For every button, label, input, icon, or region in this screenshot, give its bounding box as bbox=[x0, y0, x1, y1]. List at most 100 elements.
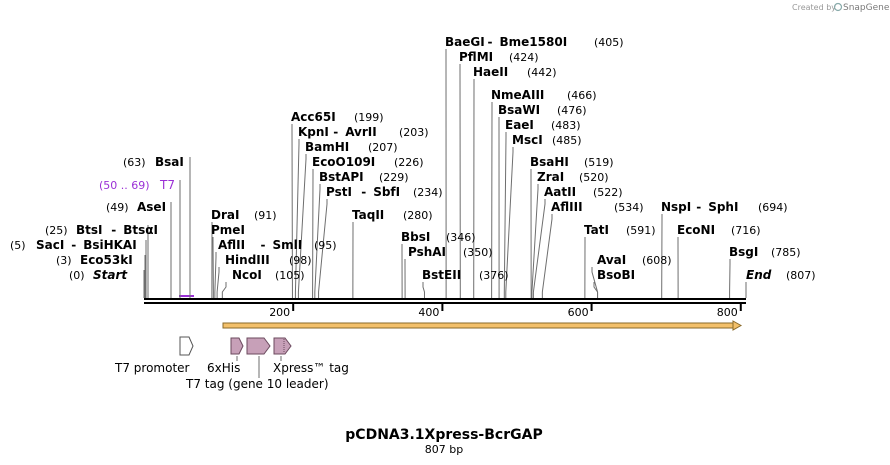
site-bsgi[interactable]: BsgI(785) bbox=[729, 245, 801, 259]
site-name-saci: SacI bbox=[36, 238, 64, 252]
site-position-aatii: (522) bbox=[593, 186, 623, 199]
site-name-bsahi: BsaHI bbox=[530, 155, 569, 169]
feature-label-6xhis: 6xHis bbox=[207, 361, 240, 375]
site-tati[interactable]: TatI (591) bbox=[584, 223, 656, 237]
site-econi[interactable]: EcoNI(716) bbox=[677, 223, 761, 237]
site-bsahi[interactable]: BsaHI(519) bbox=[530, 155, 614, 169]
site-position-nspi: (694) bbox=[758, 201, 788, 214]
leader-bsobi bbox=[593, 282, 599, 298]
feature-6xhis[interactable] bbox=[230, 337, 244, 355]
leader-bamhi bbox=[297, 154, 307, 298]
site-separator: - bbox=[488, 35, 493, 49]
site-asei[interactable]: (49)AseI bbox=[106, 200, 166, 214]
feature-t7-promoter[interactable] bbox=[179, 336, 194, 356]
site-name2-kpni: AvrII bbox=[345, 125, 377, 139]
site-saci[interactable]: (5)SacI-BsiHKAI bbox=[10, 238, 137, 252]
site-name-avai: AvaI bbox=[597, 253, 626, 267]
site-pshai[interactable]: PshAI(350) bbox=[408, 245, 493, 259]
site-t7[interactable]: (50 .. 69)T7 bbox=[99, 178, 175, 192]
site-zrai[interactable]: ZraI(520) bbox=[537, 170, 609, 184]
site-position-haeii: (442) bbox=[527, 66, 557, 79]
orf-arrow[interactable] bbox=[222, 320, 743, 331]
leader-kpni bbox=[294, 139, 300, 298]
site-leader-lines bbox=[143, 49, 747, 298]
site-afliii[interactable]: AflIII(534) bbox=[551, 200, 644, 214]
site-bsobi[interactable]: BsoBI bbox=[597, 268, 635, 282]
site-name-nspi: NspI bbox=[661, 200, 691, 214]
site-name-pshai: PshAI bbox=[408, 245, 446, 259]
site-kpni[interactable]: KpnI-AvrII(203) bbox=[298, 125, 429, 139]
site-mscl[interactable]: MscI(485) bbox=[512, 133, 582, 147]
site-name-ecoo109i: EcoO109I bbox=[312, 155, 375, 169]
site-position-taqii: (280) bbox=[403, 209, 433, 222]
site-pflmi[interactable]: PflMI(424) bbox=[459, 50, 539, 64]
site-haeii[interactable]: HaeII(442) bbox=[473, 65, 557, 79]
site-name-bsgi: BsgI bbox=[729, 245, 758, 259]
feature-xpress-tag[interactable] bbox=[273, 337, 292, 355]
site-btsi[interactable]: (25)BtsI-BtsαI bbox=[45, 223, 158, 237]
site-name-ncoi: NcoI bbox=[232, 268, 262, 282]
site-position-tati: (591) bbox=[626, 224, 656, 237]
xpress-tag-arrow-icon[interactable] bbox=[273, 337, 292, 355]
site-baegi[interactable]: BaeGI-Bme1580I(405) bbox=[445, 35, 624, 49]
site-separator: - bbox=[261, 238, 266, 252]
t7-promoter-arrow-icon[interactable] bbox=[179, 336, 194, 356]
site-bsteii[interactable]: BstEII(376) bbox=[422, 268, 509, 282]
site-nmeaiii[interactable]: NmeAIII(466) bbox=[491, 88, 597, 102]
site-ncoi[interactable]: NcoI(105) bbox=[232, 268, 305, 282]
site-position-avai: (608) bbox=[642, 254, 672, 267]
site-name-pflmi: PflMI bbox=[459, 50, 493, 64]
leader-aatii bbox=[532, 199, 546, 298]
site-name-psti: PstI bbox=[326, 185, 352, 199]
6xhis-arrow-icon[interactable] bbox=[230, 337, 244, 355]
site-position-hindiii: (98) bbox=[289, 254, 312, 267]
site-name-aatii: AatII bbox=[544, 185, 576, 199]
site-name-kpni: KpnI bbox=[298, 125, 329, 139]
site-position-end: (807) bbox=[786, 269, 816, 282]
site-name-eco53ki: Eco53kI bbox=[80, 253, 133, 267]
site-name-bsteii: BstEII bbox=[422, 268, 461, 282]
site-bbsi[interactable]: BbsI(346) bbox=[401, 230, 476, 244]
site-name-aflii: AflII bbox=[218, 238, 245, 252]
site-bsai[interactable]: (63)BsaI bbox=[123, 155, 184, 169]
site-position-saci: (5) bbox=[10, 239, 26, 252]
site-hindiii[interactable]: HindIII(98) bbox=[225, 253, 312, 267]
site-name-bamhi: BamHI bbox=[305, 140, 349, 154]
site-position-aflii: (95) bbox=[314, 239, 337, 252]
feature-label-t7-promoter: T7 promoter bbox=[114, 361, 190, 375]
leader-mscl bbox=[505, 147, 514, 298]
t7-tag-arrow-icon[interactable] bbox=[246, 337, 271, 355]
feature-t7-tag[interactable] bbox=[246, 337, 271, 355]
leader-aflii bbox=[214, 252, 217, 298]
site-name-pmei: PmeI bbox=[211, 223, 245, 237]
site-bstapi[interactable]: BstAPI(229) bbox=[319, 170, 409, 184]
site-name-acc65i: Acc65I bbox=[291, 110, 336, 124]
site-avai[interactable]: AvaI (608) bbox=[597, 253, 672, 267]
site-aatii[interactable]: AatII (522) bbox=[544, 185, 623, 199]
site-drai[interactable]: DraI(91) bbox=[211, 208, 277, 222]
plasmid-title: pCDNA3.1Xpress-BcrGAP bbox=[345, 427, 542, 443]
site-bsawi[interactable]: BsaWI(476) bbox=[498, 103, 587, 117]
site-taqii[interactable]: TaqII(280) bbox=[352, 208, 433, 222]
site-eco53ki[interactable]: (3)Eco53kI bbox=[56, 253, 133, 267]
site-name2-btsi: BtsαI bbox=[123, 223, 158, 237]
site-psti[interactable]: PstI-SbfI(234) bbox=[326, 185, 443, 199]
site-aflii[interactable]: AflII-SmlI(95) bbox=[218, 238, 337, 252]
site-name-drai: DraI bbox=[211, 208, 239, 222]
site-labels: BaeGI-Bme1580I(405)PflMI(424)HaeII(442) N… bbox=[10, 35, 816, 282]
site-eaei[interactable]: EaeI(483) bbox=[505, 118, 581, 132]
site-end[interactable]: End(807) bbox=[746, 268, 816, 282]
site-name-afliii: AflIII bbox=[551, 200, 583, 214]
site-start[interactable]: (0)Start bbox=[69, 268, 128, 282]
site-name2-baegi: Bme1580I bbox=[500, 35, 568, 49]
site-nspi[interactable]: NspI-SphI(694) bbox=[661, 200, 788, 214]
site-bamhi[interactable]: BamHI(207) bbox=[305, 140, 398, 154]
snapgene-brand: SnapGene bbox=[843, 3, 890, 13]
site-name-tati: TatI bbox=[584, 223, 609, 237]
site-name-baegi: BaeGI bbox=[445, 35, 485, 49]
site-position-econi: (716) bbox=[731, 224, 761, 237]
site-ecoo109i[interactable]: EcoO109I(226) bbox=[312, 155, 424, 169]
site-pmei[interactable]: PmeI bbox=[211, 223, 245, 237]
site-acc65i[interactable]: Acc65I(199) bbox=[291, 110, 384, 124]
